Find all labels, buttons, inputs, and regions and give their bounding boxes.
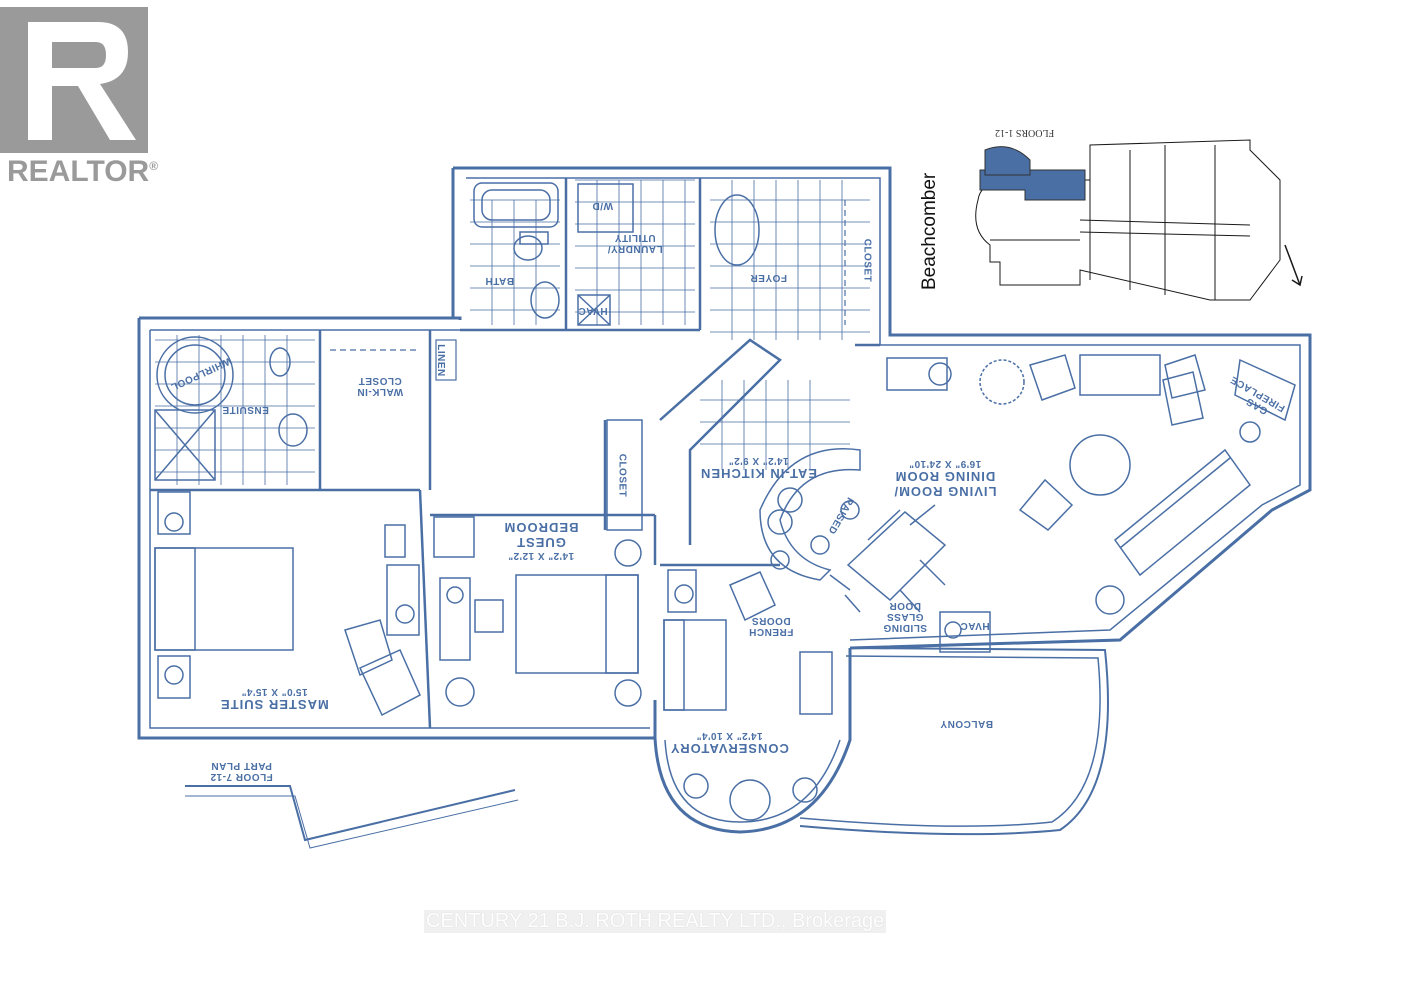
- building-name: Beachcomber: [919, 172, 940, 290]
- room-laundry: LAUNDRY/ UTILITY: [607, 232, 663, 254]
- room-dims: 16'9" X 24'10": [908, 458, 982, 469]
- room-bath: BATH: [485, 275, 515, 286]
- plan-title: FLOOR 7-12 PART PLAN: [210, 760, 273, 782]
- closet-guest-label: CLOSET: [616, 453, 628, 498]
- room-dims: 15'0" X 15'4": [241, 686, 308, 697]
- fixtures: [154, 182, 1296, 821]
- room-name: MASTER SUITE: [220, 697, 329, 712]
- room-name: CONSERVATORY: [670, 741, 789, 756]
- floors-label: FLOORS 1-12: [995, 127, 1055, 138]
- room-name: GUEST BEDROOM: [503, 520, 579, 550]
- room-name: LIVING ROOM/ DINING ROOM: [893, 469, 997, 499]
- closet-foyer-label: CLOSET: [861, 238, 873, 283]
- room-dims: 14'2" X 9'2": [728, 455, 789, 466]
- room-master-suite: MASTER SUITE 15'0" X 15'4": [220, 686, 329, 712]
- sliding-doors-label: SLIDING GLASS DOOR: [882, 600, 928, 633]
- room-dims: 14'2" X 10'4": [696, 730, 763, 741]
- hvac-label-1: HVAC: [960, 620, 990, 631]
- room-balcony: BALCONY: [940, 718, 993, 729]
- hvac-label-2: HVAC: [578, 305, 608, 316]
- room-ensuite: ENSUITE: [222, 404, 269, 415]
- realtor-brand-text: REALTOR®: [7, 155, 159, 188]
- room-walk-in-closet: WALK-IN CLOSET: [356, 375, 404, 397]
- linen-label: LINEN: [434, 344, 446, 377]
- plan-title-line2: FLOOR 7-12: [210, 771, 273, 782]
- room-foyer: FOYER: [750, 272, 787, 283]
- room-guest-bedroom: 14'2" X 12'2" GUEST BEDROOM: [496, 520, 586, 561]
- room-name: EAT-IN KITCHEN: [700, 466, 818, 481]
- key-plan: [975, 139, 1303, 301]
- exterior-walls: [137, 166, 1312, 740]
- tile-grid: [155, 179, 870, 485]
- room-living-dining: LIVING ROOM/ DINING ROOM 16'9" X 24'10": [880, 458, 1010, 499]
- plan-title-line1: PART PLAN: [210, 760, 272, 771]
- wd-label: W/D: [592, 200, 613, 211]
- realtor-logo-icon: [0, 7, 148, 153]
- room-eat-in-kitchen: EAT-IN KITCHEN 14'2" X 9'2": [700, 455, 817, 481]
- interior-walls: [150, 178, 880, 729]
- room-conservatory: CONSERVATORY 14'2" X 10'4": [670, 730, 789, 756]
- brokerage-watermark: CENTURY 21 B.J. ROTH REALTY LTD., Broker…: [424, 910, 887, 933]
- french-doors-label: FRENCH DOORS: [748, 615, 794, 637]
- room-dims: 14'2" X 12'2": [507, 550, 575, 561]
- closet-outlines: [330, 200, 846, 381]
